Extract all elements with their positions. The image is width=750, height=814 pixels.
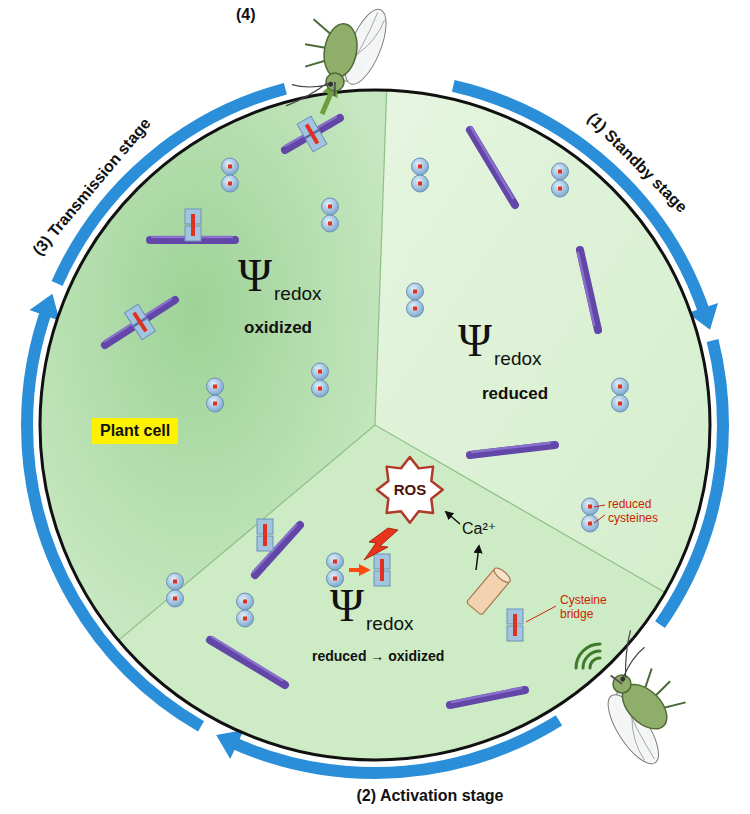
activation-details xyxy=(349,512,512,615)
redox-state: reduced → oxidized xyxy=(312,648,444,664)
cycle-arrows xyxy=(27,77,725,773)
reduced-dimers xyxy=(167,158,629,627)
stage-label: (2) Activation stage xyxy=(357,787,504,805)
rod-highlights xyxy=(105,117,594,702)
psi-symbol: Ψ xyxy=(458,318,492,364)
aphid xyxy=(566,630,711,775)
ros-star: ROS xyxy=(375,455,445,525)
callout-number: (4) xyxy=(236,6,256,24)
redox-state: oxidized xyxy=(244,318,312,338)
annotation: Cysteine bridge xyxy=(560,594,624,622)
psi-symbol: Ψ xyxy=(238,253,272,299)
oxidized-proteins xyxy=(125,116,523,641)
virus-rods xyxy=(105,118,598,705)
node-text: ROS xyxy=(394,482,427,499)
psi-symbol: Ψ xyxy=(330,583,364,629)
subscript: redox xyxy=(366,613,414,635)
subscript: redox xyxy=(494,348,542,370)
node-text: Plant cell xyxy=(100,422,170,440)
cell-label-box: Plant cell xyxy=(92,418,178,444)
sound-waves xyxy=(576,644,600,668)
star-shape xyxy=(377,457,443,523)
redox-state: reduced xyxy=(482,384,548,404)
plant-cell xyxy=(40,90,710,760)
annotation: reduced cysteines xyxy=(608,498,680,526)
ion-label: Ca²⁺ xyxy=(462,520,496,538)
aphid xyxy=(286,0,395,122)
subscript: redox xyxy=(274,283,322,305)
